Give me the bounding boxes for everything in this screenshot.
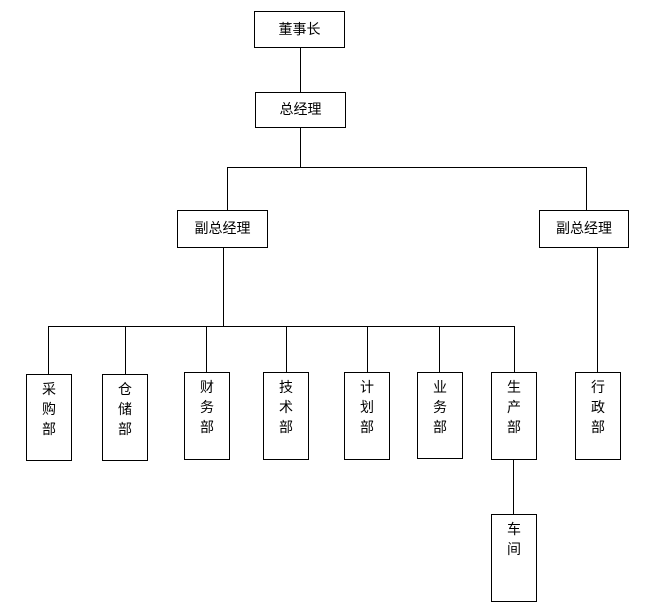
production-department-box: 生产部 xyxy=(491,372,537,460)
deputy-manager-right-label: 副总经理 xyxy=(556,221,612,237)
connector-deputy-right-down xyxy=(597,248,598,372)
connector-deputy-left-down xyxy=(223,248,224,326)
general-manager-box: 总经理 xyxy=(255,92,346,128)
connector-deputies-bar xyxy=(227,167,586,168)
connector-chairman-gm xyxy=(300,47,301,92)
connector-to-finance xyxy=(206,326,207,372)
business-department-label: 业务部 xyxy=(433,380,447,436)
chairman-box: 董事长 xyxy=(254,11,345,48)
connector-to-production xyxy=(514,326,515,372)
connector-gm-down xyxy=(300,128,301,167)
business-department-box: 业务部 xyxy=(417,372,463,459)
production-department-label: 生产部 xyxy=(507,380,521,436)
connector-departments-bar xyxy=(48,326,515,327)
chairman-label: 董事长 xyxy=(278,21,321,38)
administration-department-label: 行政部 xyxy=(591,380,605,436)
connector-to-planning xyxy=(367,326,368,372)
workshop-box: 车间 xyxy=(491,514,537,602)
connector-to-technology xyxy=(286,326,287,372)
warehouse-department-label: 仓储部 xyxy=(118,382,132,438)
finance-department-box: 财务部 xyxy=(184,372,230,460)
connector-to-deputy-left xyxy=(227,167,228,210)
purchasing-department-label: 采购部 xyxy=(42,382,56,438)
connector-to-business xyxy=(439,326,440,372)
technology-department-box: 技术部 xyxy=(263,372,309,460)
deputy-manager-left-box: 副总经理 xyxy=(177,210,268,248)
connector-to-warehouse xyxy=(125,326,126,374)
purchasing-department-box: 采购部 xyxy=(26,374,72,461)
deputy-manager-left-label: 副总经理 xyxy=(194,221,251,237)
connector-to-purchasing xyxy=(48,326,49,374)
workshop-label: 车间 xyxy=(507,522,521,558)
warehouse-department-box: 仓储部 xyxy=(102,374,148,461)
planning-department-box: 计划部 xyxy=(344,372,390,460)
technology-department-label: 技术部 xyxy=(279,380,293,436)
connector-production-workshop xyxy=(513,459,514,514)
administration-department-box: 行政部 xyxy=(575,372,621,460)
finance-department-label: 财务部 xyxy=(200,380,214,436)
connector-to-deputy-right xyxy=(586,167,587,210)
deputy-manager-right-box: 副总经理 xyxy=(539,210,629,248)
planning-department-label: 计划部 xyxy=(360,380,374,436)
general-manager-label: 总经理 xyxy=(279,102,322,118)
